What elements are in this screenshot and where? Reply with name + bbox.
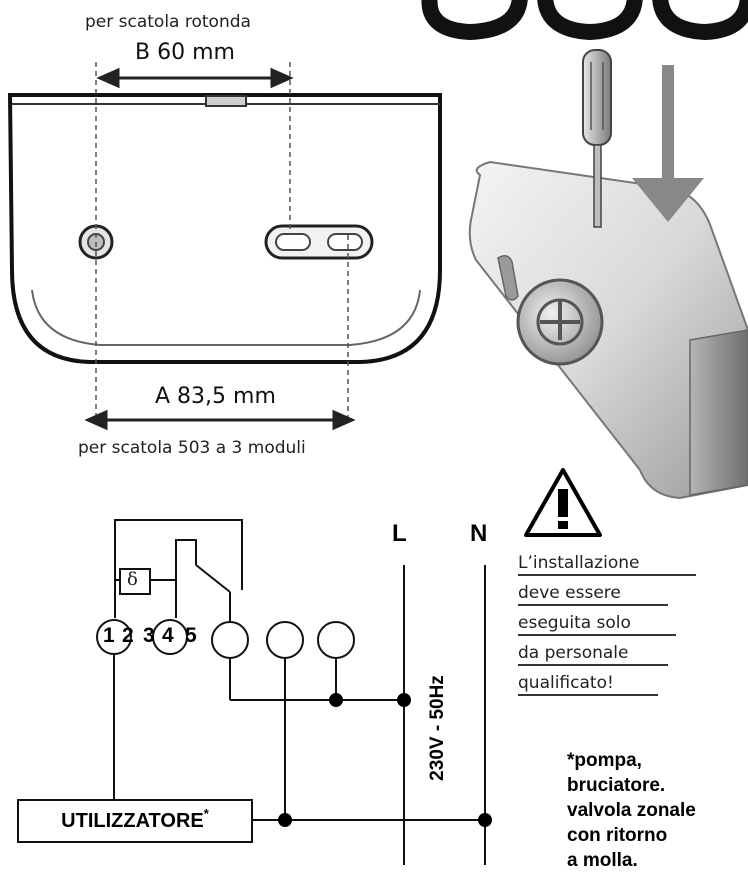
warning-text: L’installazione deve essere eseguita sol… — [518, 552, 698, 696]
note-line: bruciatore. — [567, 775, 666, 796]
dimension-b-label: B 60 mm — [135, 40, 235, 65]
junction-dots — [278, 693, 492, 827]
terminal-5-label: 5 — [185, 624, 197, 647]
warning-triangle-icon — [524, 468, 602, 537]
dimension-a-arrow — [84, 409, 356, 431]
line-label: L — [392, 520, 407, 547]
load-label: UTILIZZATORE — [61, 809, 204, 832]
note-line: con ritorno — [567, 825, 668, 846]
mounting-plate — [7, 93, 442, 364]
thermostat-device — [468, 160, 748, 500]
note-line: *pompa, — [567, 750, 642, 771]
screwdriver-icon — [582, 49, 612, 228]
dimension-a-label: A 83,5 mm — [155, 384, 276, 409]
warning-line: L’installazione — [518, 552, 696, 576]
warning-line: eseguita solo — [518, 612, 676, 636]
warning-line: deve essere — [518, 582, 668, 606]
note-line: valvola zonale — [567, 800, 696, 821]
warning-line: qualificato! — [518, 672, 658, 696]
warning-line: da personale — [518, 642, 668, 666]
load-box — [17, 799, 253, 843]
box-503-label: per scatola 503 a 3 moduli — [78, 438, 306, 458]
neutral-label: N — [470, 520, 488, 547]
round-box-label: per scatola rotonda — [85, 12, 251, 32]
terminal-3-label: 3 — [143, 624, 155, 647]
terminal-4-label: 4 — [162, 624, 174, 647]
load-asterisk: * — [203, 805, 209, 821]
guide-lines — [95, 62, 349, 420]
note-line: a molla. — [567, 850, 638, 871]
load-label-wrap: UTILIZZATORE* — [18, 800, 252, 842]
load-note: *pompa, bruciatore. valvola zonale con r… — [567, 748, 696, 873]
delta-symbol: δ — [127, 569, 138, 590]
dimension-b-arrow — [96, 67, 294, 89]
terminal-2-label: 2 — [122, 624, 134, 647]
down-arrow-icon — [632, 65, 704, 222]
voltage-label: 230V - 50Hz — [427, 675, 448, 781]
terminal-1-label: 1 — [103, 624, 115, 647]
logo-fragment — [421, 0, 748, 41]
